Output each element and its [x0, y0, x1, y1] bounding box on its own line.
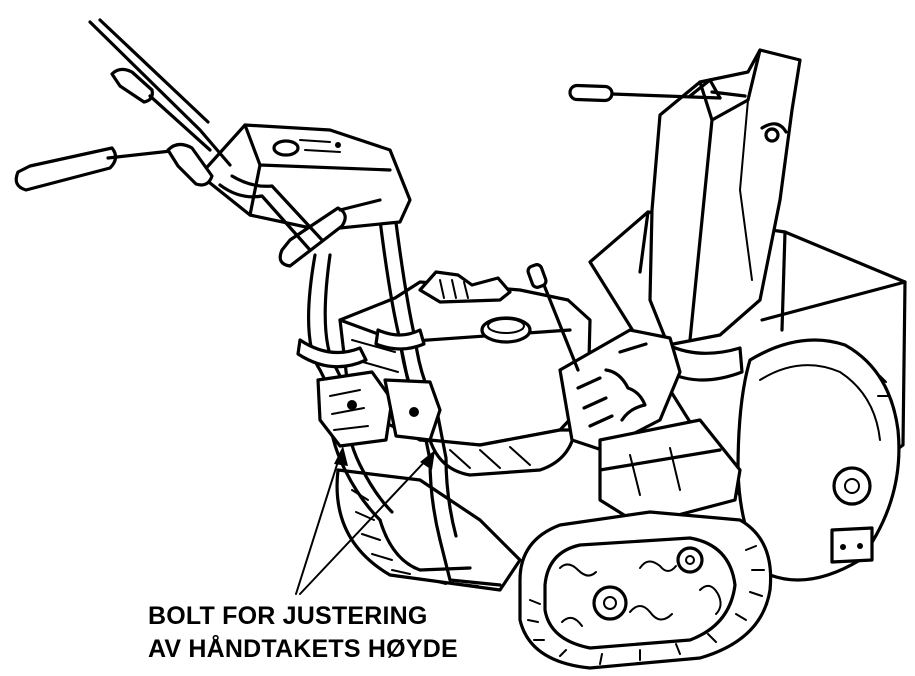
callout-arrows [295, 446, 435, 595]
discharge-chute [648, 48, 802, 382]
chute-control-rod [568, 78, 722, 103]
callout-line-2: AV HÅNDTAKETS HØYDE [148, 635, 458, 663]
shift-control-box [526, 263, 682, 452]
left-track [335, 468, 522, 592]
handlebar-assembly [14, 18, 502, 587]
chassis-frame [598, 418, 742, 527]
callout-label: BOLT FOR JUSTERING AV HÅNDTAKETS HØYDE [148, 600, 568, 666]
right-track [518, 510, 773, 670]
callout-line-1: BOLT FOR JUSTERING [148, 602, 428, 630]
